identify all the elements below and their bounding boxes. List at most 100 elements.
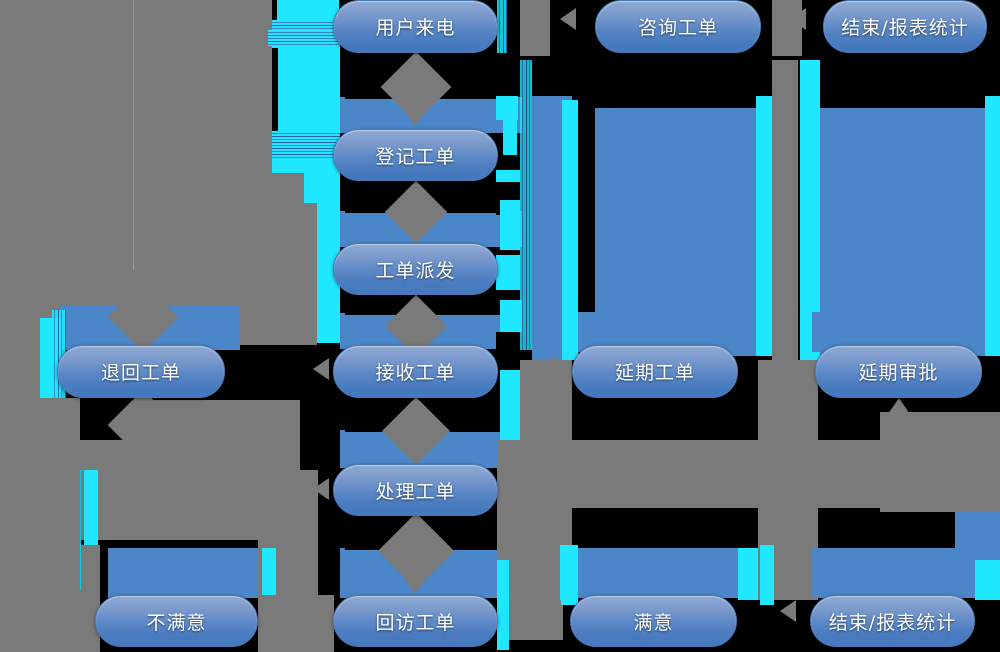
cyan-tear-band bbox=[500, 300, 522, 360]
blue-fill-bleed bbox=[812, 548, 1000, 598]
black-tear-block bbox=[345, 181, 515, 213]
blue-fill-bleed bbox=[340, 430, 522, 468]
black-tear-block bbox=[604, 53, 764, 108]
flow-node-label: 结束/报表统计 bbox=[841, 17, 969, 39]
arrowhead-left-icon bbox=[313, 478, 329, 500]
scanline-noise-band bbox=[272, 131, 340, 159]
gray-tear-block bbox=[520, 0, 550, 56]
arrowhead-left-icon bbox=[560, 8, 576, 30]
black-tear-block bbox=[820, 398, 950, 448]
scanline-noise-band bbox=[497, 0, 507, 53]
flow-node-label: 延期工单 bbox=[614, 362, 695, 384]
cyan-tear-band bbox=[40, 318, 62, 398]
gray-tear-block bbox=[497, 440, 563, 640]
cyan-tear-band bbox=[496, 96, 518, 120]
black-tear-block bbox=[66, 398, 241, 466]
gray-tear-block bbox=[0, 300, 272, 345]
flow-node-label: 咨询工单 bbox=[637, 17, 718, 39]
flow-node-dissatisfied[interactable]: 不满意 bbox=[95, 595, 258, 647]
blue-fill-bleed bbox=[340, 211, 522, 247]
blue-fill-bleed bbox=[108, 548, 273, 598]
gray-tear-block bbox=[758, 360, 818, 600]
gray-tear-block bbox=[272, 173, 304, 203]
cyan-tear-band bbox=[756, 96, 772, 356]
cyan-tear-band bbox=[278, 48, 340, 131]
gray-tear-block bbox=[0, 0, 272, 300]
blue-fill-bleed bbox=[340, 313, 522, 349]
flow-node-extend-approval[interactable]: 延期审批 bbox=[815, 345, 982, 398]
arrow-diamond-glyph bbox=[384, 180, 448, 244]
black-tear-block bbox=[496, 155, 520, 215]
cyan-tear-band bbox=[800, 60, 820, 360]
arrow-diamond-glyph bbox=[107, 281, 179, 353]
arrowhead-left-icon bbox=[790, 8, 806, 30]
cyan-tear-band bbox=[562, 100, 578, 360]
black-tear-block bbox=[345, 398, 515, 432]
flow-node-end-report-top[interactable]: 结束/报表统计 bbox=[823, 0, 987, 53]
return-path-band bbox=[500, 440, 960, 508]
arrowhead-left-icon bbox=[780, 600, 796, 622]
arrowhead-down-icon bbox=[404, 330, 426, 346]
cyan-tear-band bbox=[500, 370, 520, 560]
flow-node-label: 工单派发 bbox=[375, 259, 456, 282]
cyan-tear-band bbox=[304, 173, 340, 223]
cyan-tear-band bbox=[500, 200, 520, 252]
flow-node-process-ticket[interactable]: 处理工单 bbox=[333, 464, 498, 516]
blue-fill-bleed bbox=[60, 305, 240, 350]
gray-tear-block bbox=[272, 245, 317, 345]
return-path-band bbox=[880, 412, 1000, 512]
flow-node-consult-ticket[interactable]: 咨询工单 bbox=[595, 0, 761, 53]
arrowhead-up-icon bbox=[888, 398, 910, 414]
flow-node-return-ticket[interactable]: 退回工单 bbox=[57, 345, 225, 398]
gray-tear-block bbox=[258, 470, 318, 652]
cyan-tear-band bbox=[738, 548, 758, 600]
cyan-tear-band bbox=[496, 170, 520, 182]
scanline-noise-band bbox=[272, 20, 340, 46]
blue-fill-bleed bbox=[340, 548, 522, 598]
arrowhead-left-icon bbox=[778, 355, 794, 377]
blue-fill-bleed bbox=[532, 96, 572, 596]
arrowhead-left-icon bbox=[0, 600, 16, 622]
blue-fill-bleed bbox=[595, 108, 763, 356]
flow-node-extend-ticket[interactable]: 延期工单 bbox=[572, 345, 738, 398]
arrow-diamond-glyph bbox=[377, 512, 455, 590]
cyan-tear-band bbox=[84, 470, 98, 600]
cyan-tear-band bbox=[497, 560, 509, 650]
cyan-tear-band bbox=[760, 545, 774, 605]
flow-node-followup-ticket[interactable]: 回访工单 bbox=[333, 595, 498, 647]
cyan-tear-band bbox=[503, 96, 517, 156]
black-tear-block bbox=[496, 250, 522, 302]
flow-node-user-call[interactable]: 用户来电 bbox=[333, 0, 498, 53]
black-tear-block bbox=[345, 53, 515, 99]
flow-node-dispatch-ticket[interactable]: 工单派发 bbox=[333, 243, 498, 295]
gray-tear-block bbox=[272, 203, 317, 245]
flow-node-satisfied[interactable]: 满意 bbox=[570, 595, 737, 647]
cyan-tear-band bbox=[272, 159, 340, 173]
scanline-noise-band bbox=[520, 60, 532, 350]
flow-node-label: 回访工单 bbox=[375, 611, 456, 634]
hairline-seam bbox=[133, 0, 134, 270]
arrowhead-left-icon bbox=[0, 82, 16, 104]
arrowhead-down-icon bbox=[404, 110, 426, 126]
cyan-tear-band bbox=[262, 548, 276, 600]
flow-node-label: 结束/报表统计 bbox=[828, 611, 957, 634]
blue-fill-bleed bbox=[575, 548, 760, 598]
cyan-tear-band bbox=[277, 0, 339, 20]
flow-node-label: 接收工单 bbox=[375, 362, 456, 384]
arrow-diamond-glyph bbox=[380, 51, 452, 123]
flow-node-label: 用户来电 bbox=[375, 17, 456, 39]
flow-node-receive-ticket[interactable]: 接收工单 bbox=[333, 345, 498, 398]
flow-node-register-ticket[interactable]: 登记工单 bbox=[333, 129, 498, 181]
flow-node-end-report-bottom[interactable]: 结束/报表统计 bbox=[810, 595, 975, 647]
arrowhead-left-icon bbox=[313, 358, 329, 380]
flow-node-label: 退回工单 bbox=[100, 362, 181, 384]
cyan-tear-band bbox=[985, 96, 1000, 356]
black-tear-block bbox=[345, 516, 540, 550]
gray-tear-block bbox=[258, 595, 334, 652]
arrowhead-down-icon bbox=[404, 448, 426, 464]
gray-tear-block bbox=[520, 360, 572, 596]
blue-fill-bleed bbox=[340, 97, 522, 133]
flow-node-label: 不满意 bbox=[146, 611, 207, 634]
scanline-noise-band bbox=[268, 30, 340, 46]
gray-tear-block bbox=[0, 398, 80, 652]
